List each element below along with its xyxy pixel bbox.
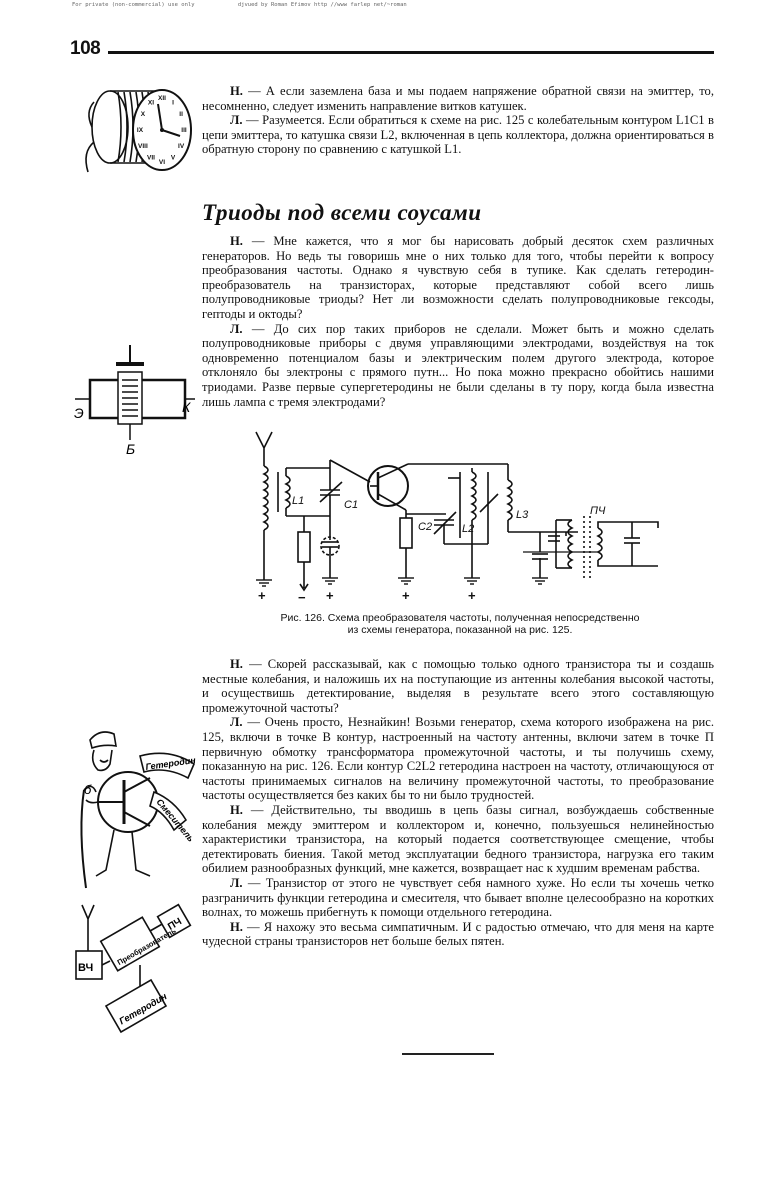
converter-block-diagram: ВЧ Преобразователь ПЧ Гетеродин [75,903,192,1034]
clock-numeral: XII [158,95,166,102]
collector-label: К [182,399,191,415]
dialogue-section-1: Н. — А если заземлена база и мы подаем н… [202,84,714,157]
clock-numeral: VII [147,155,155,162]
page-number: 108 [70,38,101,59]
emitter-label: Э [74,405,84,421]
paragraph: Н. — Мне кажется, что я мог бы нарисоват… [202,234,714,321]
plus-terminal: + [326,588,334,603]
label-C1: C1 [344,499,358,511]
end-rule [402,1053,494,1055]
watermark: For private (non-commercial) use only dj… [72,2,447,8]
label-L1: L1 [292,495,304,507]
watermark-right: djvued by Roman Efimov http //www farlep… [237,2,407,8]
clock-numeral: IX [137,127,144,134]
base-label: Б [126,441,135,457]
plus-terminal: + [468,588,476,603]
label-C2: C2 [418,521,432,533]
clock-numeral: VIII [138,143,148,150]
paragraph: Н. — Скорей рассказывай, как с помощью т… [202,657,714,715]
minus-terminal: − [298,590,306,605]
paragraph: Н. — Действительно, ты вводишь в цепь ба… [202,802,714,876]
clock-numeral: II [179,111,183,118]
label-L2: L2 [462,523,474,535]
cartoon-label-b: б [84,782,92,797]
transistor-character-cartoon: б Гетеродин Смеситель [80,731,197,889]
section-heading: Триоды под всеми соусами [202,200,482,225]
clock-numeral: IV [178,143,185,150]
dialogue-section-3: Н. — Скорей рассказывай, как с помощью т… [202,657,714,949]
paragraph: Н. — Я нахожу это весьма симпатичным. И … [202,919,714,949]
clock-numeral: I [172,99,174,106]
paragraph: Л. — Очень просто, Незнайкин! Возьми ген… [202,715,714,803]
clock-numeral: VI [159,159,165,166]
clock-numeral: V [171,155,176,162]
paragraph: Л. — Разумеется. Если обратиться к схеме… [202,113,714,157]
paragraph: Н. — А если заземлена база и мы подаем н… [202,84,714,113]
dialogue-section-2: Н. — Мне кажется, что я мог бы нарисоват… [202,234,714,409]
paragraph: Л. — Транзистор от этого не чувствует се… [202,875,714,920]
figure-caption: Рис. 126. Схема преобразователя частоты,… [280,612,640,636]
plus-terminal: + [402,588,410,603]
label-L3: L3 [516,509,529,521]
banner-mixer: Смеситель [154,797,196,844]
paragraph: Л. — До сих пор таких приборов не сделал… [202,321,714,409]
label-PCh: ПЧ [590,505,606,517]
watermark-left: For private (non-commercial) use only [72,2,195,8]
block-hf: ВЧ [78,962,93,974]
frequency-converter-schematic: L1 C1 C2 L2 L3 ПЧ + − + + + [255,431,659,605]
transistor-structure-sketch: Э К Б [74,345,195,457]
clock-numeral: III [181,127,187,134]
clock-numeral: XI [148,99,154,106]
clock-numeral: X [141,111,146,118]
header-rule [108,51,714,54]
plus-terminal: + [258,588,266,603]
